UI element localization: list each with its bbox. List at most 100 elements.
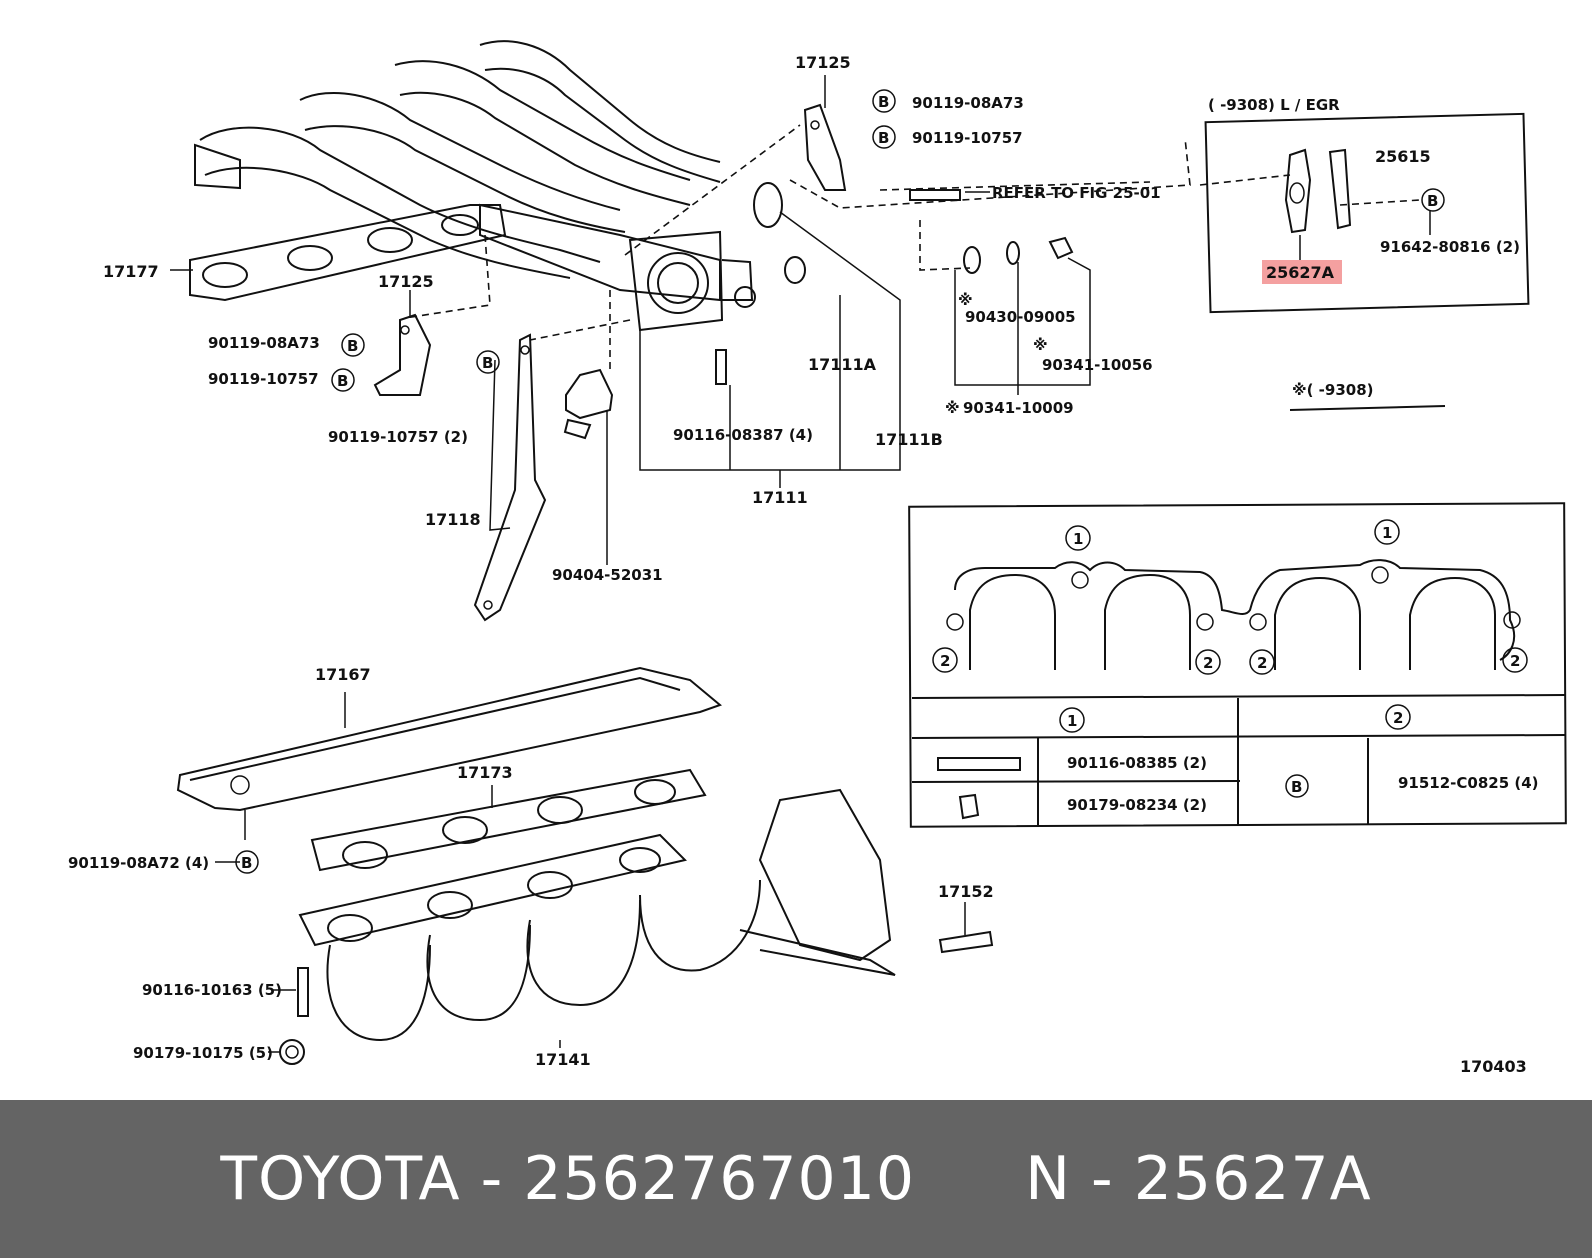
svg-text:1: 1 (1067, 712, 1077, 730)
gasket-17173-drawing (310, 768, 707, 872)
footer-brand-part: TOYOTA - 2562767010 (220, 1144, 916, 1214)
b-symbol: B (341, 333, 365, 357)
stay-17118-drawing (473, 333, 547, 622)
nut-icon (958, 793, 980, 820)
bracket-17125-lower (373, 313, 432, 396)
label-note-9308: ※( -9308) (1292, 381, 1374, 399)
footer-ref: N - 25627A (1025, 1144, 1372, 1214)
label-90119-10757-2: 90119-10757 (2) (328, 428, 468, 446)
intake-manifold-drawing (194, 40, 806, 332)
b-symbol: B (331, 368, 355, 392)
leader-lines (170, 75, 1431, 565)
svg-text:2: 2 (1393, 709, 1403, 727)
label-90119-10757-upper: 90119-10757 (912, 129, 1023, 147)
label-90430-09005: 90430-09005 (965, 308, 1076, 326)
star-mark-90341-10009: ※ (945, 399, 960, 417)
circled-symbols: B B B B B B B B 1 1 2 2 2 2 1 2 (235, 89, 1528, 874)
circled-2: 2 (1249, 649, 1275, 675)
stud-17152-drawing (938, 930, 994, 954)
b-symbol: B (235, 850, 259, 874)
label-17141: 17141 (535, 1050, 591, 1069)
svg-text:B: B (1291, 778, 1302, 796)
label-90119-08A73-lower: 90119-08A73 (208, 334, 320, 352)
b-symbol: B (1421, 188, 1445, 212)
label-refer-fig: REFER TO FIG 25-01 (992, 184, 1161, 202)
label-91642-80816: 91642-80816 (2) (1380, 238, 1520, 256)
highlight-25627A (1262, 260, 1342, 284)
circled-2: 2 (932, 647, 958, 673)
label-egr-legend: ( -9308) L / EGR (1208, 96, 1340, 114)
stud-icon (937, 757, 1021, 771)
svg-text:1: 1 (1382, 524, 1392, 542)
circled-1: 1 (1374, 519, 1400, 545)
note-underline (1289, 405, 1446, 411)
b-symbol: B (476, 350, 500, 374)
svg-text:B: B (878, 129, 889, 147)
svg-text:B: B (347, 337, 358, 355)
svg-text:2: 2 (1257, 654, 1267, 672)
label-90404-52031: 90404-52031 (552, 566, 663, 584)
svg-text:B: B (337, 372, 348, 390)
label-17152: 17152 (938, 882, 994, 901)
label-90179-10175: 90179-10175 (5) (133, 1044, 273, 1062)
label-figure-number: 170403 (1460, 1057, 1527, 1076)
label-17111A: 17111A (808, 355, 877, 374)
gasket-detail-table (908, 502, 1567, 828)
stud-90116-10163-drawing (297, 967, 309, 1017)
label-17173: 17173 (457, 763, 513, 782)
star-mark-90430: ※ (958, 291, 973, 309)
label-17125-upper: 17125 (795, 53, 851, 72)
label-90341-10009: 90341-10009 (963, 399, 1074, 417)
label-90119-08A72: 90119-08A72 (4) (68, 854, 209, 872)
b-symbol: B (872, 125, 896, 149)
label-17118: 17118 (425, 510, 481, 529)
gasket-17177-drawing (189, 204, 507, 302)
b-symbol: B (1285, 774, 1309, 798)
b-symbol: B (872, 89, 896, 113)
svg-text:B: B (1427, 192, 1438, 210)
circled-2: 2 (1502, 647, 1528, 673)
stud-refer-drawing (909, 189, 961, 201)
exhaust-manifold-17141-drawing (298, 788, 896, 1042)
exhaust-leader-lines (215, 692, 966, 1053)
label-17177: 17177 (103, 262, 159, 281)
label-90116-10163: 90116-10163 (5) (142, 981, 282, 999)
svg-text:B: B (482, 354, 493, 372)
svg-text:1: 1 (1073, 530, 1083, 548)
svg-text:2: 2 (940, 652, 950, 670)
svg-text:2: 2 (1510, 652, 1520, 670)
label-25615: 25615 (1375, 147, 1431, 166)
table-col2-part: 91512-C0825 (4) (1398, 774, 1539, 792)
heat-insulator-17167-drawing (176, 666, 722, 812)
star-mark-90341-10056: ※ (1033, 336, 1048, 354)
svg-text:B: B (878, 93, 889, 111)
circled-1: 1 (1065, 525, 1091, 551)
gasket-and-bolt-drawing (963, 236, 1074, 274)
exploded-parts-diagram: 17125 90119-08A73 90119-10757 REFER TO F… (68, 40, 1567, 1076)
table-row1-part: 90116-08385 (2) (1067, 754, 1207, 772)
circled-2: 2 (1195, 649, 1221, 675)
table-header-2: 2 (1385, 704, 1411, 730)
label-90119-08A73-upper: 90119-08A73 (912, 94, 1024, 112)
part-labels: 17125 90119-08A73 90119-10757 REFER TO F… (68, 53, 1539, 1076)
svg-text:B: B (241, 854, 252, 872)
dashed-reference-lines (404, 124, 1421, 370)
label-90119-10757-lower: 90119-10757 (208, 370, 319, 388)
label-17125-lower: 17125 (378, 272, 434, 291)
label-17111B: 17111B (875, 430, 943, 449)
stud-90116-08387-drawing (715, 349, 727, 385)
table-row2-part: 90179-08234 (2) (1067, 796, 1207, 814)
nut-90179-10175-drawing (279, 1039, 305, 1065)
label-17111: 17111 (752, 488, 808, 507)
footer-banner: TOYOTA - 2562767010 N - 25627A (0, 1100, 1592, 1258)
svg-text:2: 2 (1203, 654, 1213, 672)
label-25627A: 25627A (1266, 263, 1335, 282)
union-90404-drawing (563, 368, 614, 440)
label-17167: 17167 (315, 665, 371, 684)
bracket-17125-upper (803, 103, 847, 191)
egr-inset-box (1204, 112, 1530, 314)
label-90341-10056: 90341-10056 (1042, 356, 1153, 374)
label-90116-08387: 90116-08387 (4) (673, 426, 813, 444)
table-header-1: 1 (1059, 707, 1085, 733)
